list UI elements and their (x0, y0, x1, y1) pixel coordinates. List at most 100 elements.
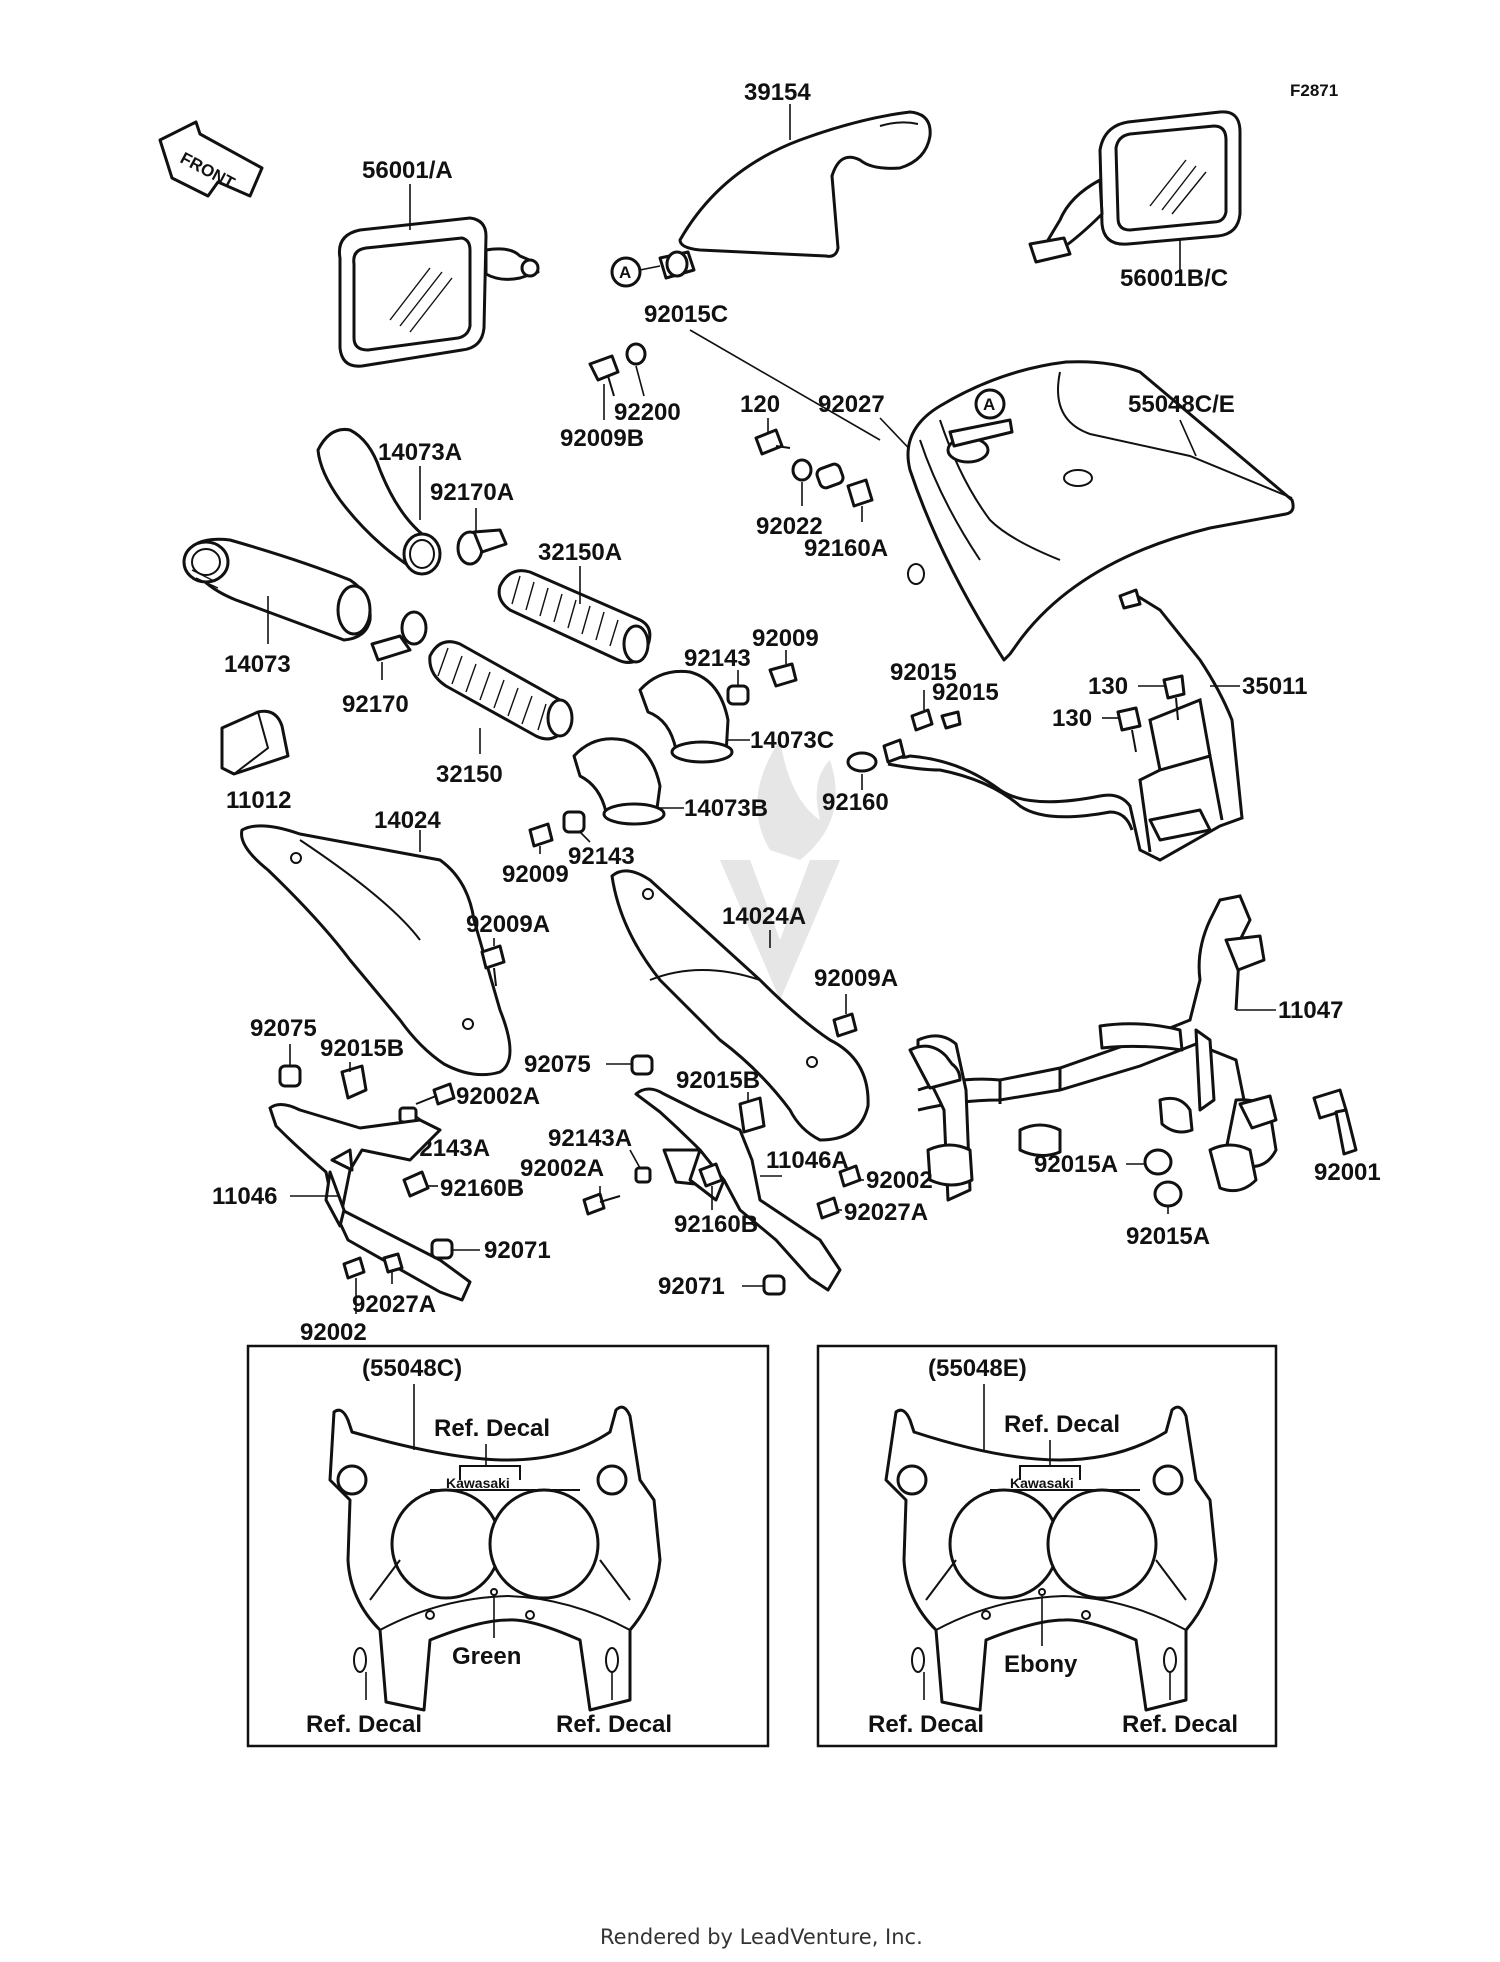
inset-left-ref-top: Ref. Decal (434, 1415, 550, 1442)
callout-a-left-text: A (619, 263, 631, 282)
bolt-92009a-left (480, 944, 506, 987)
inset-right-brand: Kawasaki (1010, 1475, 1074, 1491)
label-92002-right: 92002 (866, 1167, 933, 1194)
air-duct-14073 (182, 537, 372, 642)
bracket-11046 (268, 1103, 472, 1302)
bolt-92027a-right (816, 1196, 840, 1220)
label-130-upper: 130 (1088, 673, 1128, 700)
washer-92200 (625, 342, 647, 366)
label-92143-middle: 92143 (568, 843, 635, 870)
inset-55048e (816, 1344, 1278, 1748)
inset-right-title: (55048E) (928, 1355, 1027, 1382)
stay-35011 (882, 588, 1244, 862)
bolt-92015-right (940, 710, 962, 730)
inset-right-ref-top: Ref. Decal (1004, 1411, 1120, 1438)
bolt-130-upper (1162, 674, 1186, 721)
label-11046a: 11046A (766, 1147, 849, 1174)
inset-left-title: (55048C) (362, 1355, 462, 1382)
bolt-92027a-left (382, 1252, 404, 1274)
label-92009a-right: 92009A (814, 965, 898, 992)
inset-right-color: Ebony (1004, 1651, 1078, 1678)
label-92160a: 92160A (804, 535, 888, 562)
leadventure-watermark (720, 740, 840, 1000)
bolt-92002a-left (415, 1082, 456, 1106)
label-92001: 92001 (1314, 1159, 1381, 1186)
label-56001-a: 56001/A (362, 157, 453, 184)
nut-92143-middle (562, 810, 586, 834)
label-92009-upper: 92009 (752, 625, 819, 652)
washer-92022 (791, 458, 813, 482)
inset-left-ref-left: Ref. Decal (306, 1711, 422, 1738)
label-92022: 92022 (756, 513, 823, 540)
diagram-code: F2871 (1290, 81, 1338, 100)
hose-32150a (497, 569, 652, 664)
grommet-92015b-right (738, 1096, 766, 1134)
bolt-92001 (1312, 1088, 1358, 1156)
label-92160b-right: 92160B (674, 1211, 758, 1238)
nut-92075-left (278, 1064, 302, 1088)
label-92027a-right: 92027A (844, 1199, 928, 1226)
cover-14024 (240, 824, 512, 1077)
bolt-92009-middle (528, 822, 554, 848)
label-92015a-upper: 92015A (1034, 1151, 1118, 1178)
label-92015b-right: 92015B (676, 1067, 760, 1094)
elbow-14073c (638, 669, 734, 764)
label-14024: 14024 (374, 807, 441, 834)
label-92009b: 92009B (560, 425, 644, 452)
air-duct-14073a (316, 427, 442, 576)
label-92075-right: 92075 (524, 1051, 591, 1078)
label-32150: 32150 (436, 761, 503, 788)
label-55048c-e: 55048C/E (1128, 391, 1235, 418)
inset-55048c (246, 1344, 770, 1748)
windshield (678, 110, 932, 258)
label-92027a-left: 92027A (352, 1291, 436, 1318)
label-92071-right: 92071 (658, 1273, 725, 1300)
nut-92015a-lower (1153, 1180, 1183, 1208)
grommet-92015b-left (340, 1064, 368, 1100)
inset-right-ref-right: Ref. Decal (1122, 1711, 1238, 1738)
label-92002a-right: 92002A (520, 1155, 604, 1182)
bolt-92009a-right (832, 1012, 858, 1038)
clamp-92170a (456, 528, 508, 566)
hose-32150 (428, 640, 574, 741)
bolt-92002-left (342, 1256, 366, 1280)
nut-92071-right (762, 1274, 786, 1296)
label-130-lower: 130 (1052, 705, 1092, 732)
inset-right-ref-left: Ref. Decal (868, 1711, 984, 1738)
clamp-92170 (370, 610, 428, 662)
label-92170a: 92170A (430, 479, 514, 506)
label-32150a: 32150A (538, 539, 622, 566)
label-92160b-left: 92160B (440, 1175, 524, 1202)
label-11046: 11046 (212, 1183, 277, 1210)
label-92015c: 92015C (644, 301, 728, 328)
nut-92075-right (630, 1054, 654, 1076)
bolt-92015-left (910, 708, 934, 732)
inset-left-brand: Kawasaki (446, 1475, 510, 1491)
label-92009a-left: 92009A (466, 911, 550, 938)
grommet-92160a (846, 478, 874, 508)
mirror-right (1028, 110, 1242, 264)
label-92002-left: 92002 (300, 1319, 367, 1346)
mirror-left (337, 216, 540, 368)
label-92015b-left: 92015B (320, 1035, 404, 1062)
cover-14024a (610, 869, 870, 1142)
label-92015-right: 92015 (932, 679, 999, 706)
label-92160: 92160 (822, 789, 889, 816)
label-92002a-left: 92002A (456, 1083, 540, 1110)
label-120: 120 (740, 391, 780, 418)
callout-a-right (974, 388, 1006, 420)
label-14073a: 14073A (378, 439, 462, 466)
elbow-14073b (572, 737, 666, 826)
bolt-92009b (588, 354, 620, 397)
nut-92071-left (430, 1238, 454, 1260)
label-39154: 39154 (744, 79, 811, 106)
spacer-92027 (815, 462, 845, 490)
bolt-92002a-right (582, 1192, 621, 1216)
label-92075-left: 92075 (250, 1015, 317, 1042)
label-92143a-right: 92143A (548, 1125, 632, 1152)
label-11012: 11012 (226, 787, 291, 814)
callout-a-left (610, 256, 642, 288)
bolt-130-lower (1116, 706, 1142, 753)
label-92170: 92170 (342, 691, 409, 718)
